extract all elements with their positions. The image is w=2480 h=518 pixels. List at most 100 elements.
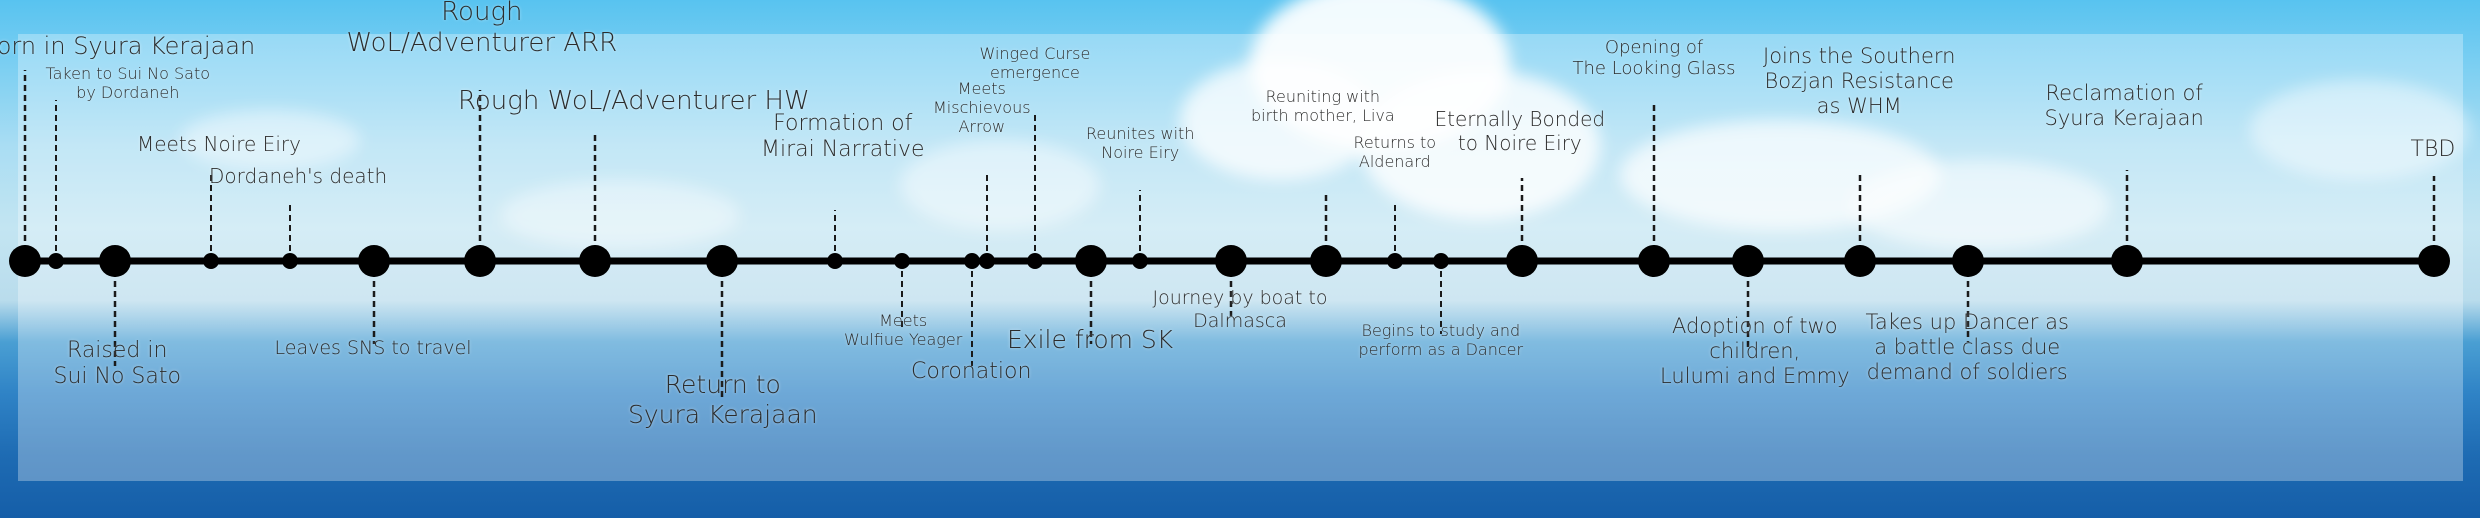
- event-node-major: [2418, 245, 2450, 277]
- event-label-line: Reclamation of: [2045, 81, 2203, 105]
- event-node-major: [706, 245, 738, 277]
- event-label-line: birth mother, Liva: [1251, 106, 1395, 126]
- event-node-major: [1310, 245, 1342, 277]
- event-label-born: Born in Syura Kerajaan: [0, 32, 255, 61]
- event-node-minor: [203, 253, 219, 269]
- event-label-line: Journey by boat to: [1152, 287, 1328, 309]
- event-label-noire1: Meets Noire Eiry: [137, 132, 301, 156]
- cloud-shape: [2250, 80, 2470, 180]
- cloud-shape: [1850, 160, 2110, 250]
- event-label-line: children,: [1709, 339, 1801, 364]
- event-label-line: Meets: [879, 311, 928, 330]
- event-label-line: Rough: [441, 0, 523, 27]
- event-node-minor: [894, 253, 910, 269]
- event-label-line: WoL/Adventurer ARR: [346, 28, 618, 59]
- cloud-shape: [180, 110, 360, 170]
- event-label-line: Winged Curse: [979, 44, 1091, 63]
- event-node-major: [2111, 245, 2143, 277]
- event-label-line: Syura Kerajaan: [628, 400, 818, 429]
- event-node-minor: [1433, 253, 1449, 269]
- event-label-line: Arrow: [958, 117, 1006, 137]
- event-node-major: [1506, 245, 1538, 277]
- event-label-line: Exile from SK: [1007, 325, 1174, 354]
- event-label-line: Taken to Sui No Sato: [45, 64, 211, 83]
- event-label-line: Reuniting with: [1265, 87, 1381, 106]
- event-label-line: Eternally Bonded: [1434, 107, 1606, 131]
- event-node-major: [1844, 245, 1876, 277]
- event-label-line: Mischievous: [933, 98, 1031, 118]
- event-node-major: [1638, 245, 1670, 277]
- event-label-line: demand of soldiers: [1866, 360, 2068, 385]
- event-node-minor: [964, 253, 980, 269]
- event-label-exile: Exile from SK: [1007, 325, 1173, 355]
- event-label-line: Noire Eiry: [1101, 143, 1180, 163]
- event-label-line: Leaves SNS to travel: [274, 336, 472, 359]
- event-label-line: Joins the Southern: [1763, 44, 1956, 68]
- event-label-line: TBD: [2410, 137, 2456, 162]
- cloud-shape: [1180, 60, 1380, 180]
- event-label-line: Syura Kerajaan: [2044, 106, 2204, 131]
- event-label-line: The Looking Glass: [1572, 58, 1736, 80]
- event-node-minor: [827, 253, 843, 269]
- event-label-line: Opening of: [1604, 36, 1704, 58]
- event-label-line: Returns to: [1353, 133, 1437, 152]
- event-node-minor: [282, 253, 298, 269]
- event-node-major: [1732, 245, 1764, 277]
- event-label-tbd: TBD: [2411, 137, 2456, 163]
- cloud-shape: [1360, 70, 1600, 220]
- event-node-minor: [48, 253, 64, 269]
- event-label-line: Rough WoL/Adventurer HW: [458, 85, 810, 116]
- event-label-line: Bozjan Resistance: [1764, 69, 1954, 94]
- event-label-line: Takes up Dancer as: [1865, 310, 2069, 334]
- cloud-shape: [900, 140, 1100, 230]
- event-label-line: Sui No Sato: [53, 363, 181, 389]
- event-label-line: Meets: [957, 79, 1006, 98]
- event-label-line: Born in Syura Kerajaan: [0, 31, 256, 60]
- event-node-major: [99, 245, 131, 277]
- event-label-line: Coronation: [911, 359, 1032, 384]
- event-label-hw: Rough WoL/Adventurer HW: [458, 86, 810, 117]
- event-label-line: a battle class due: [1874, 335, 2061, 360]
- event-node-major: [1952, 245, 1984, 277]
- event-label-line: Dalmasca: [1193, 309, 1287, 332]
- event-label-line: Raised in: [67, 337, 168, 363]
- event-label-line: to Noire Eiry: [1457, 131, 1582, 155]
- event-node-major: [1215, 245, 1247, 277]
- event-label-line: Formation of: [773, 110, 913, 136]
- event-node-minor: [1132, 253, 1148, 269]
- event-node-minor: [1387, 253, 1403, 269]
- event-label-line: perform as a Dancer: [1358, 340, 1524, 360]
- event-label-line: Dordaneh's death: [209, 164, 388, 188]
- event-node-major: [358, 245, 390, 277]
- cloud-shape: [500, 180, 740, 250]
- timeline-marks: [9, 70, 2450, 398]
- event-label-line: Reunites with: [1086, 124, 1195, 143]
- event-node-major: [579, 245, 611, 277]
- event-node-major: [1075, 245, 1107, 277]
- event-label-line: Mirai Narrative: [761, 136, 925, 162]
- event-label-dordaneh: Dordaneh's death: [209, 164, 387, 188]
- event-node-minor: [979, 253, 995, 269]
- event-label-line: Wulfiue Yeager: [844, 330, 963, 350]
- event-label-line: Return to: [664, 370, 781, 399]
- event-node-minor: [1027, 253, 1043, 269]
- event-label-line: Aldenard: [1358, 152, 1431, 172]
